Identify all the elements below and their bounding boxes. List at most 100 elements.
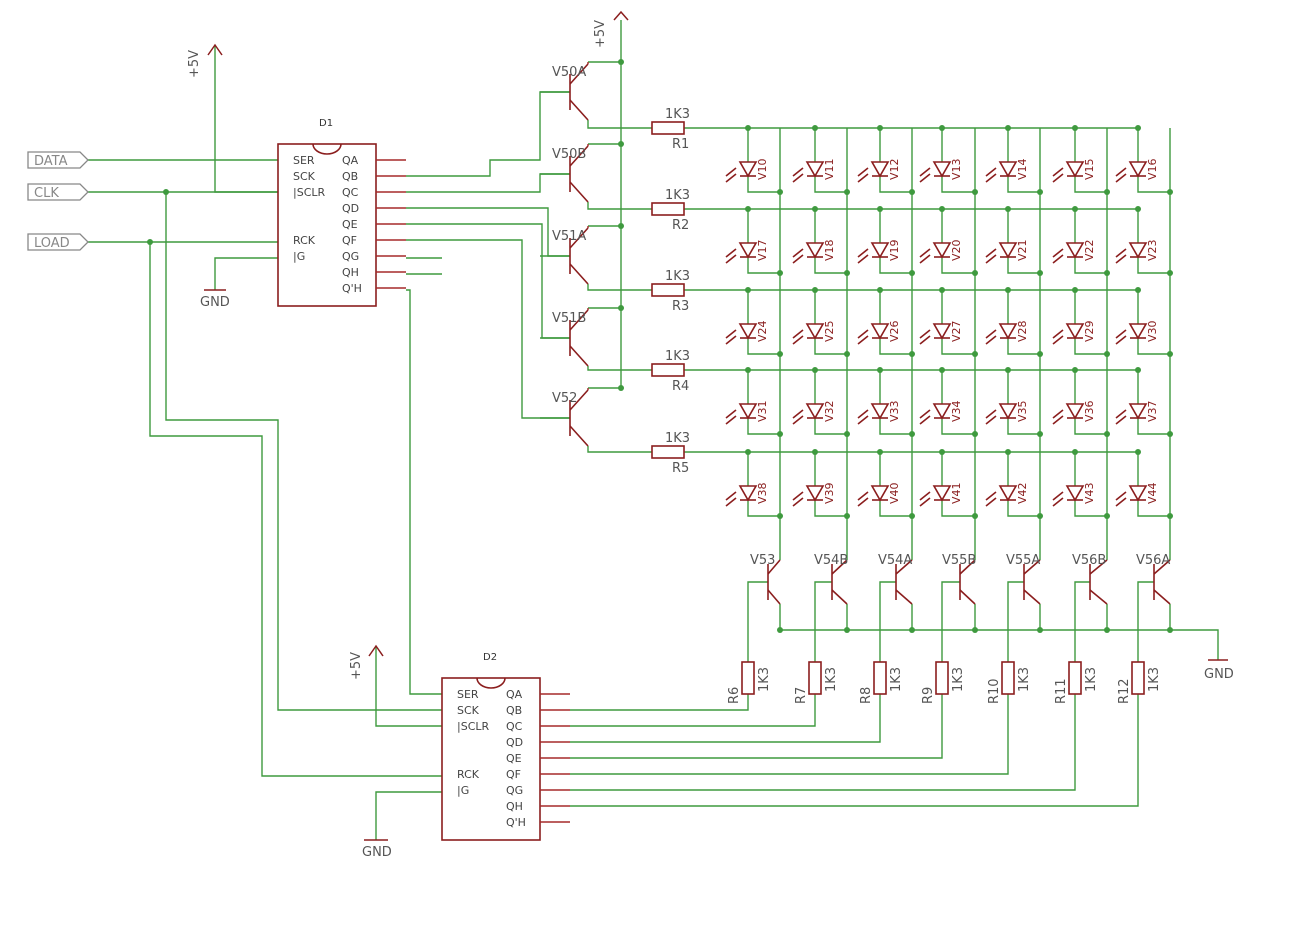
col-transistor-label: V56B: [1072, 553, 1106, 568]
led-ray: [725, 497, 737, 507]
col-resistor: [1068, 661, 1082, 695]
led-label: V39: [823, 482, 836, 504]
collector-wire: [587, 446, 652, 453]
column-transistor: [959, 559, 976, 605]
gnd-label: GND: [362, 845, 392, 860]
led-label: V42: [1016, 482, 1029, 504]
transistor-collector: [895, 559, 913, 575]
wires-layer: [88, 20, 1219, 840]
port-shape: [27, 233, 89, 251]
labels-layer: V50A1K3R1V50B1K3R2V51A1K3R3V51B1K3R4V521…: [34, 20, 1234, 860]
led-ray: [857, 497, 869, 507]
led-triangle: [1128, 323, 1148, 340]
qc-route: [406, 173, 570, 193]
led-label: V13: [950, 158, 963, 180]
resistor-name: R12: [1117, 678, 1132, 704]
led-ray: [985, 173, 997, 183]
port-label: DATA: [34, 154, 68, 169]
led-ray: [985, 409, 997, 419]
row-transistor: [569, 144, 589, 203]
led-ray: [857, 248, 869, 258]
row-resistor: [651, 283, 685, 297]
transistor-emitter: [959, 589, 976, 605]
led-triangle: [932, 161, 952, 178]
vcc-symbol: [207, 43, 223, 56]
transistor-emitter: [569, 145, 589, 167]
led-ray: [1115, 173, 1127, 183]
d2-to-col-resistor: [570, 694, 749, 711]
transistor-collector: [1023, 559, 1041, 575]
led-ray: [857, 415, 869, 425]
led-ray: [792, 497, 804, 507]
led-cathode-wire: [747, 338, 780, 355]
led-label: V14: [1016, 158, 1029, 180]
base-wire: [1007, 581, 1024, 662]
column-transistor: [1089, 559, 1108, 605]
led-ray: [1052, 491, 1064, 501]
port-data: [27, 151, 89, 169]
d2-to-col-resistor: [570, 694, 1009, 775]
led-cathode-wire: [1137, 176, 1170, 193]
led-cathode-wire: [1074, 176, 1107, 193]
led-triangle: [998, 161, 1018, 178]
resistor-name: R5: [672, 461, 689, 476]
collector-wire: [587, 202, 652, 210]
resistor-name: R3: [672, 299, 689, 314]
led-label: V24: [756, 320, 769, 342]
led-cathode-wire: [879, 257, 912, 274]
vcc-arrow: [613, 10, 629, 21]
led-triangle: [932, 323, 952, 340]
led-triangle: [998, 323, 1018, 340]
gnd-label: GND: [200, 295, 230, 310]
load-to-d2: [149, 242, 442, 777]
led-ray: [919, 329, 931, 339]
led: [857, 161, 890, 183]
led-ray: [857, 173, 869, 183]
transistor-collector: [831, 559, 848, 575]
row-resistor: [651, 363, 685, 377]
chip-pin-label: QC: [506, 720, 523, 733]
qb-route: [406, 91, 570, 177]
qe-route: [406, 223, 570, 339]
led-ray: [1052, 173, 1064, 183]
resistor-body: [651, 121, 685, 135]
column-transistor: [767, 559, 781, 605]
led-cathode-wire: [747, 257, 780, 274]
led-ray: [725, 254, 737, 264]
col-transistor-label: V56A: [1136, 553, 1170, 568]
led: [919, 485, 952, 507]
vcc-symbol: [613, 10, 629, 21]
led-label: V30: [1146, 320, 1159, 342]
vcc-arrow: [368, 644, 384, 657]
resistor-body: [1131, 661, 1145, 695]
led: [792, 485, 825, 507]
chip-body: [441, 677, 541, 841]
led-cathode-wire: [814, 338, 847, 355]
led-ray: [985, 254, 997, 264]
chip-pin-label: Q'H: [342, 282, 362, 295]
led-triangle: [1128, 242, 1148, 259]
led-label: V15: [1083, 158, 1096, 180]
led: [725, 242, 758, 264]
led-ray: [919, 335, 931, 345]
led-triangle: [870, 323, 890, 340]
led-label: V21: [1016, 239, 1029, 261]
led-triangle: [738, 323, 758, 340]
resistor-name: R1: [672, 137, 689, 152]
led-ray: [725, 248, 737, 258]
led-triangle: [932, 242, 952, 259]
base-wire: [879, 581, 896, 662]
resistor-body: [1068, 661, 1082, 695]
col-resistor: [808, 661, 822, 695]
led-ray: [1115, 409, 1127, 419]
resistor-value: 1K3: [1017, 667, 1032, 692]
chip-pin-label: QA: [506, 688, 523, 701]
qd-route: [406, 207, 570, 257]
collector-wire: [587, 366, 652, 371]
column-transistor: [895, 559, 913, 605]
chip-pin-label: Q'H: [506, 816, 526, 829]
led-ray: [1052, 497, 1064, 507]
resistor-value: 1K3: [665, 188, 690, 203]
resistor-name: R6: [727, 687, 742, 704]
collector-wire: [587, 284, 652, 291]
